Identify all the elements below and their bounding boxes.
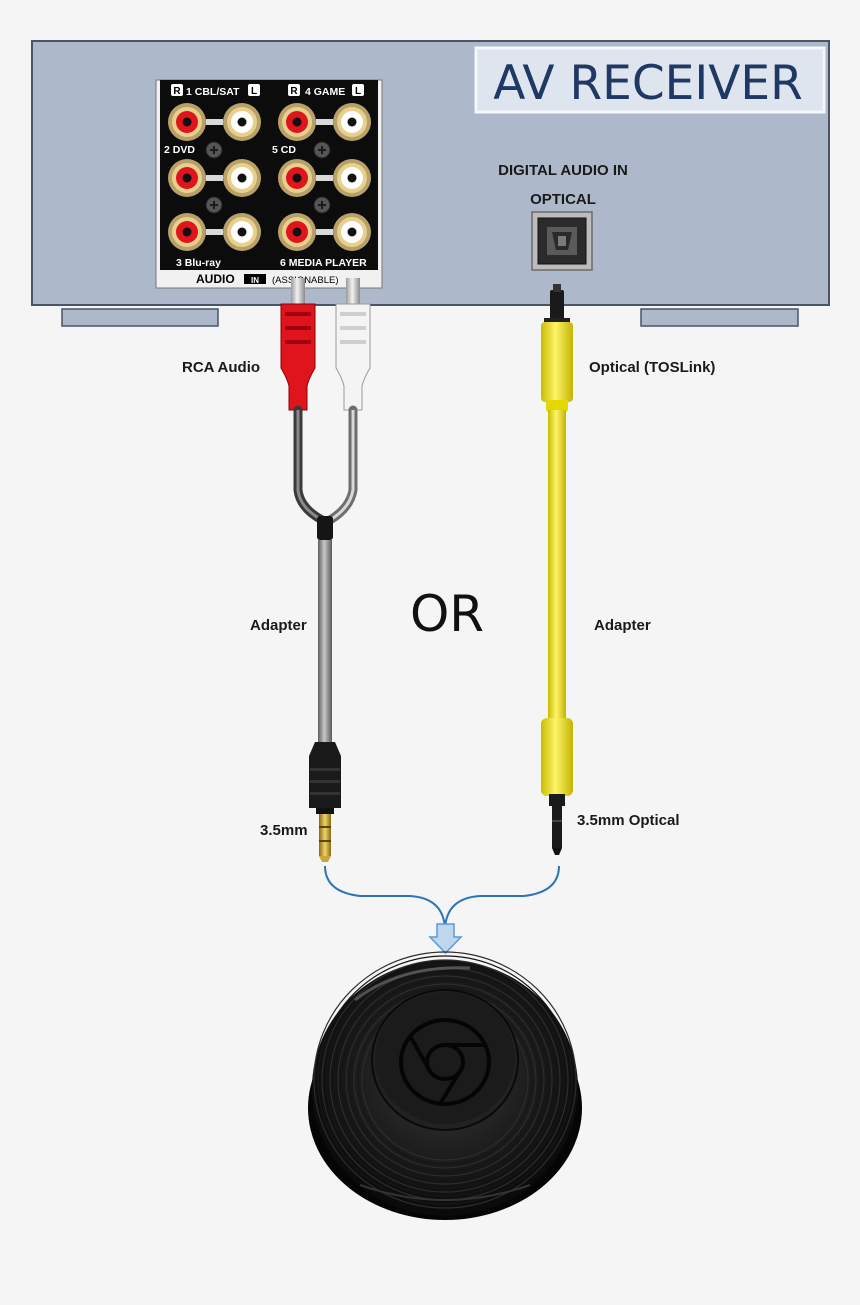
rca-jack-icon: [223, 213, 261, 251]
optical-port-icon: [531, 211, 593, 271]
toslink-plug-body: [541, 322, 573, 402]
av-receiver: AV RECEIVER DIGITAL AUDIO IN OPTICAL R 1…: [31, 40, 830, 327]
rca-jack-icon: [168, 159, 206, 197]
input-6-label: 6 MEDIA PLAYER: [280, 257, 367, 269]
groove-ring: [313, 951, 577, 1209]
groove-ring: [349, 987, 541, 1173]
receiver-title-box: [474, 46, 826, 114]
groove-ring: [317, 955, 573, 1205]
input-4-label: 4 GAME: [305, 86, 345, 98]
digital-audio-in-label: DIGITAL AUDIO IN: [498, 162, 628, 179]
svg-text:R: R: [290, 86, 298, 97]
mm-3-5-optical-label: 3.5mm Optical: [577, 812, 680, 829]
toslink-cable-body: [548, 410, 566, 720]
jack-pair-bar: [316, 229, 333, 235]
rca-main-cable: [318, 540, 332, 745]
input-1-label: 1 CBL/SAT: [186, 86, 240, 98]
rca-jack-icon: [168, 213, 206, 251]
rca-white-plug: [335, 303, 371, 411]
flow-connector: [324, 865, 560, 955]
rca-jack-icon: [223, 103, 261, 141]
toslink-cable: [541, 284, 573, 855]
jack-pair-bar: [316, 119, 333, 125]
or-label: OR: [410, 585, 484, 643]
badge-r-1: R: [171, 84, 183, 97]
input-5-label: 5 CD: [272, 144, 296, 156]
screw-icon: [313, 141, 331, 159]
receiver-foot-right: [640, 308, 799, 327]
chromecast-audio-device-icon: [308, 951, 582, 1220]
rca-red-plug: [280, 303, 316, 411]
input-3-label: 3 Blu-ray: [176, 257, 221, 269]
adapter-right-label: Adapter: [594, 617, 651, 634]
rca-jack-icon: [223, 159, 261, 197]
vinyl-grooves: [313, 951, 577, 1209]
receiver-title: AV RECEIVER: [493, 56, 802, 111]
badge-r-2: R: [288, 84, 300, 97]
down-arrow-icon: [428, 923, 463, 955]
groove-ring: [341, 979, 549, 1181]
badge-l-2: L: [352, 84, 364, 97]
screw-icon: [205, 196, 223, 214]
assignable-label: (ASSIGNABLE): [272, 275, 339, 286]
optical-toslink-label: Optical (TOSLink): [589, 359, 715, 376]
rca-jack-icon: [333, 103, 371, 141]
rca-jack-icon: [278, 159, 316, 197]
rca-red-plug-tip: [291, 278, 305, 304]
svg-text:L: L: [251, 86, 257, 97]
jack-pair-bar: [206, 119, 223, 125]
rca-jack-icon: [278, 103, 316, 141]
optical-label: OPTICAL: [530, 191, 596, 208]
groove-ring: [325, 963, 565, 1197]
input-2-label: 2 DVD: [164, 144, 195, 156]
rca-jacks: [168, 103, 371, 251]
groove-ring: [345, 983, 545, 1177]
svg-text:R: R: [173, 86, 181, 97]
jack-pair-bar: [206, 229, 223, 235]
mm-3-5-label: 3.5mm: [260, 822, 308, 839]
plug-3-5mm-optical: [552, 806, 562, 848]
rca-jack-icon: [168, 103, 206, 141]
screw-icon: [313, 196, 331, 214]
rca-jack-icon: [333, 159, 371, 197]
jack-pair-bar: [206, 175, 223, 181]
toslink-adapter-sleeve: [541, 718, 573, 796]
in-badge: IN: [244, 274, 266, 285]
screw-icon: [205, 141, 223, 159]
badge-l-1: L: [248, 84, 260, 97]
audio-label: AUDIO: [196, 272, 235, 286]
groove-ring: [333, 971, 557, 1189]
rca-input-panel: R 1 CBL/SAT L R 4 GAME L 2 DVD 5 CD 3 Bl…: [155, 79, 383, 289]
rca-white-plug-tip: [346, 278, 360, 304]
svg-text:L: L: [355, 86, 361, 97]
jack-pair-bar: [316, 175, 333, 181]
receiver-foot-left: [61, 308, 219, 327]
adapter-left-label: Adapter: [250, 617, 307, 634]
rca-audio-label: RCA Audio: [182, 359, 260, 376]
groove-ring: [337, 975, 553, 1185]
rca-cable: [280, 278, 371, 862]
rca-jack-icon: [333, 213, 371, 251]
svg-text:IN: IN: [251, 276, 259, 285]
rca-jack-icon: [278, 213, 316, 251]
plug-3-5mm: [309, 742, 341, 862]
chrome-logo-icon: [399, 1018, 491, 1106]
